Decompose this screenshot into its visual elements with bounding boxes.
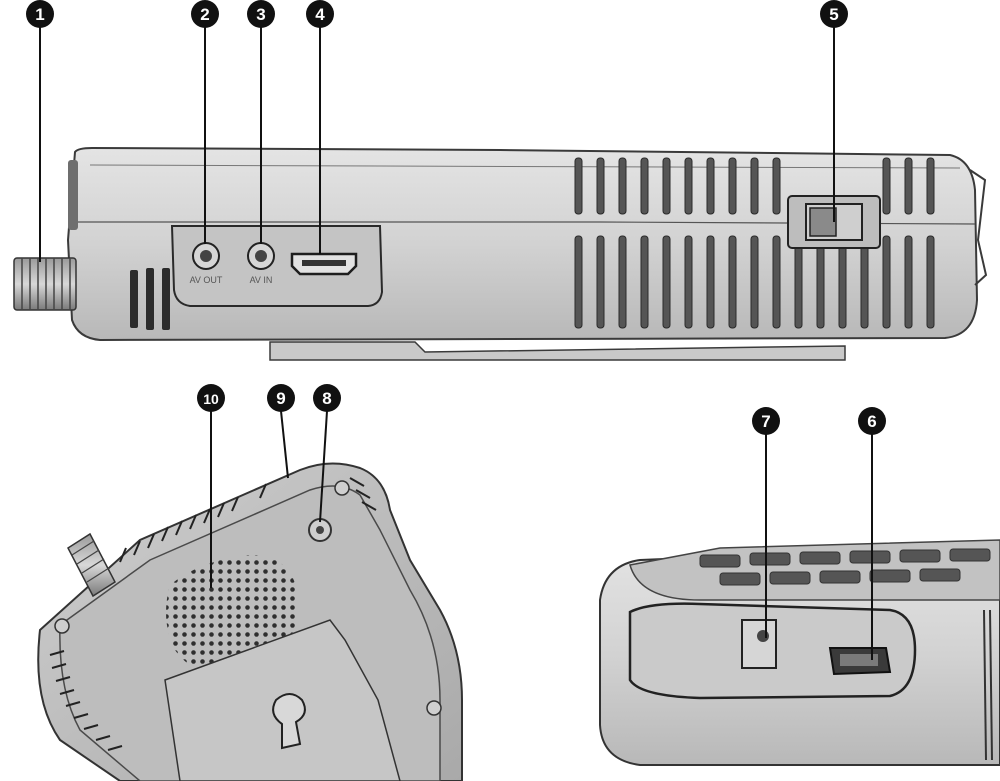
callout-2: 2 xyxy=(191,0,219,28)
dc-jack xyxy=(741,619,777,669)
av-out-jack xyxy=(192,242,220,270)
callout-2-label: 2 xyxy=(200,5,209,24)
f-connector xyxy=(13,257,77,311)
av-in-jack xyxy=(247,242,275,270)
side-view: AV OUT AV IN xyxy=(13,146,988,361)
callout-10: 10 xyxy=(197,384,225,412)
av-in-label: AV IN xyxy=(250,275,273,285)
leader-lines xyxy=(39,27,873,660)
upper-vents xyxy=(574,157,935,215)
callout-4-label: 4 xyxy=(315,5,325,24)
callout-1-label: 1 xyxy=(35,5,44,24)
right-end-clip xyxy=(969,169,988,286)
end-top-grille xyxy=(699,548,991,586)
back-f-connector xyxy=(67,532,116,598)
callout-8: 8 xyxy=(313,384,341,412)
end-view xyxy=(599,539,1000,766)
callout-6-label: 6 xyxy=(867,412,876,431)
bottom-stand xyxy=(269,341,846,361)
hdmi-port xyxy=(290,252,358,276)
callout-4: 4 xyxy=(306,0,334,28)
back-top-ribs xyxy=(119,477,377,563)
callout-3-label: 3 xyxy=(256,5,265,24)
callout-7-label: 7 xyxy=(761,412,770,431)
av-out-label: AV OUT xyxy=(190,275,223,285)
housing-top-edge xyxy=(89,164,961,169)
port-recess xyxy=(170,225,384,307)
back-edge-ribs xyxy=(49,650,123,751)
callout-3: 3 xyxy=(247,0,275,28)
callout-8-label: 8 xyxy=(322,389,331,408)
end-right-ribs xyxy=(983,609,993,761)
keyhole xyxy=(272,693,306,750)
left-grip-ribs xyxy=(68,160,78,230)
callout-5-label: 5 xyxy=(829,5,838,24)
callout-9: 9 xyxy=(267,384,295,412)
callout-5: 5 xyxy=(820,0,848,28)
usb-port xyxy=(828,647,892,676)
reset-hole xyxy=(308,518,332,542)
callout-1: 1 xyxy=(26,0,54,28)
callout-7: 7 xyxy=(752,407,780,435)
callout-6: 6 xyxy=(858,407,886,435)
left-vents xyxy=(130,268,170,330)
callout-9-label: 9 xyxy=(276,389,285,408)
back-view xyxy=(37,462,463,781)
callout-10-label: 10 xyxy=(203,391,219,407)
